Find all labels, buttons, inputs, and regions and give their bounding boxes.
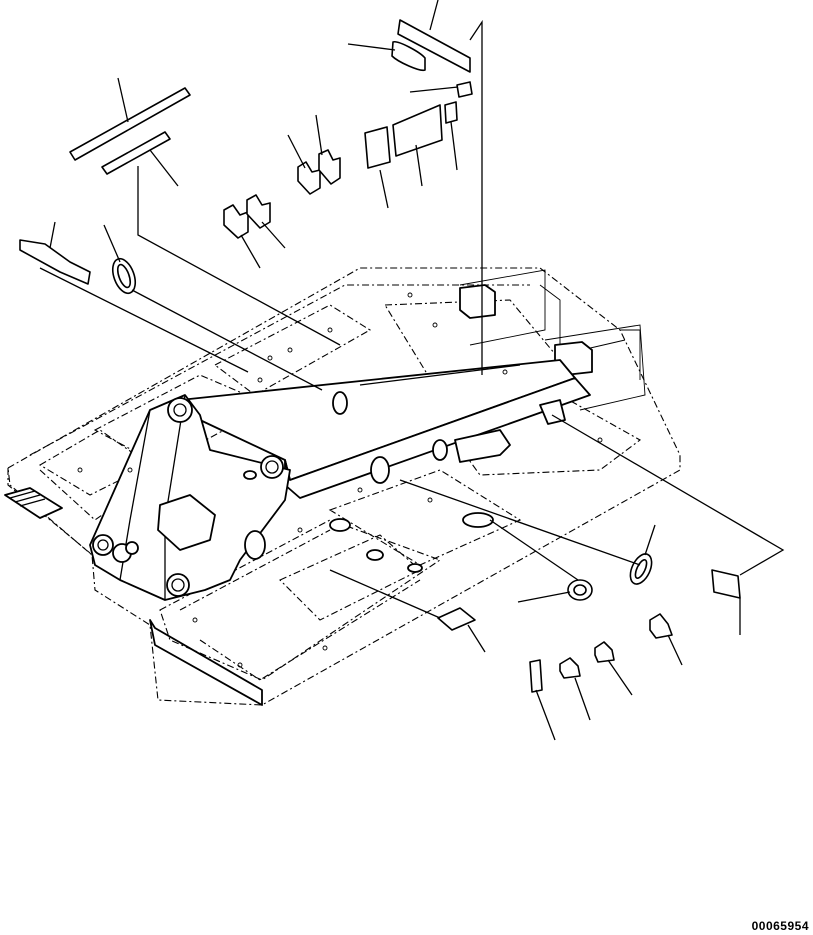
parts-group — [19, 19, 741, 693]
notched-block-2 — [594, 641, 615, 663]
l-block-4 — [318, 149, 341, 185]
rounded-pad — [391, 41, 426, 72]
leader-lines — [39, 0, 785, 741]
small-pad-bottom — [529, 659, 543, 693]
notched-block-1 — [649, 613, 673, 639]
flat-plate — [437, 607, 476, 631]
square-pad-right — [711, 569, 741, 599]
long-pad-top — [397, 19, 471, 73]
l-block-1 — [223, 204, 249, 239]
figure-code: 00065954 — [751, 919, 809, 933]
notched-block-3 — [559, 657, 581, 679]
l-block-2 — [246, 194, 271, 229]
pad-wedge — [392, 104, 443, 157]
shaped-seal — [19, 239, 91, 285]
l-block-3 — [297, 161, 321, 195]
pad-large — [364, 126, 391, 169]
pad-small-1 — [444, 101, 458, 124]
strip-seal-long — [69, 87, 191, 161]
strip-seal-short — [101, 131, 171, 175]
pad-tiny — [456, 81, 473, 98]
revolving-frame — [4, 267, 681, 706]
